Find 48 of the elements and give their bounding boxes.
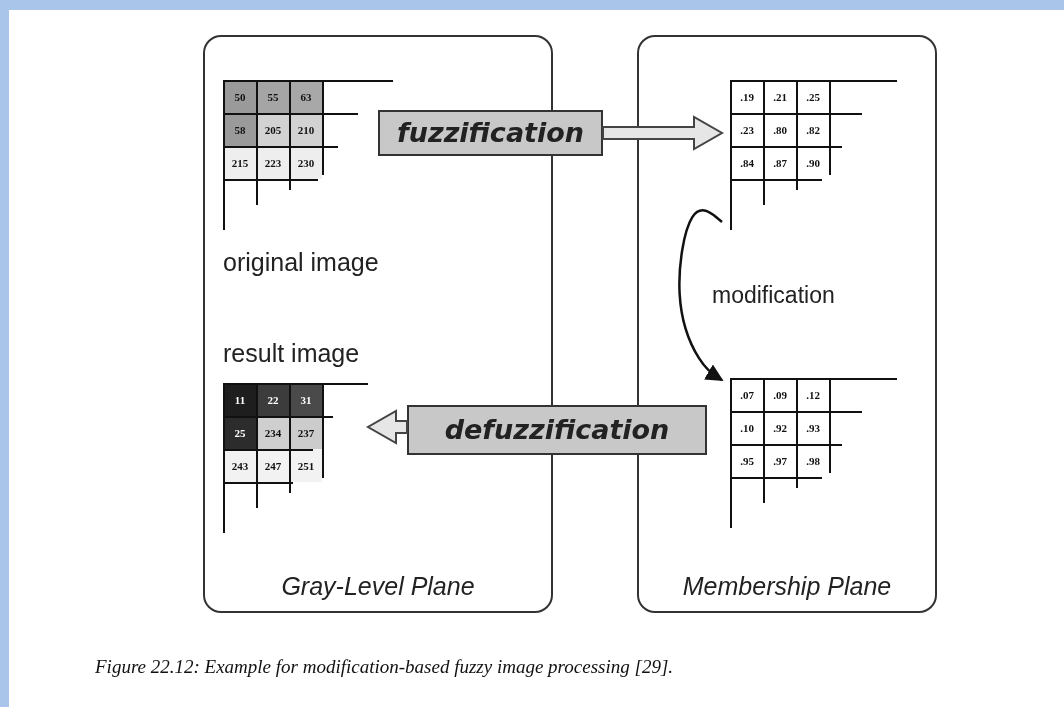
pixel-value: .10 — [739, 421, 755, 436]
pixel-value: .87 — [772, 156, 788, 171]
pixel-value: .92 — [772, 421, 788, 436]
pixel-value: 243 — [230, 459, 250, 474]
pixel-value: 25 — [233, 426, 247, 441]
pixel-value: .82 — [805, 123, 821, 138]
pixel-value: .80 — [772, 123, 788, 138]
block-arrow — [366, 409, 408, 445]
pixel-value: .07 — [739, 388, 755, 403]
pixel-value: 230 — [296, 156, 316, 171]
pixel-value: .95 — [739, 454, 755, 469]
pixel-value: .09 — [772, 388, 788, 403]
pixel-value: 234 — [263, 426, 283, 441]
pixel-value: 63 — [299, 90, 313, 105]
image-caption: original image — [223, 248, 379, 277]
pixel-value: .97 — [772, 454, 788, 469]
pixel-value: 22 — [266, 393, 280, 408]
block-arrow — [602, 115, 724, 151]
pixel-value: .21 — [772, 90, 788, 105]
pixel-value: 223 — [263, 156, 283, 171]
plane-title: Membership Plane — [681, 572, 893, 601]
pixel-value: .98 — [805, 454, 821, 469]
pixel-value: .19 — [739, 90, 755, 105]
curved-arrow — [678, 209, 724, 382]
plane-title: Gray-Level Plane — [280, 572, 476, 601]
pixel-value: 50 — [233, 90, 247, 105]
pixel-value: .90 — [805, 156, 821, 171]
process-box: fuzzification — [378, 110, 603, 156]
pixel-value: 11 — [233, 393, 247, 408]
image-caption: result image — [223, 339, 360, 368]
pixel-grid — [223, 80, 393, 230]
pixel-value: 247 — [263, 459, 283, 474]
pixel-value: .93 — [805, 421, 821, 436]
pixel-value: 251 — [296, 459, 316, 474]
pixel-value: 210 — [296, 123, 316, 138]
pixel-value: .23 — [739, 123, 755, 138]
pixel-value: 237 — [296, 426, 316, 441]
pixel-value: 31 — [299, 393, 313, 408]
figure-caption: Figure 22.12: Example for modification-based fuzzy image processing [29]. — [95, 656, 674, 678]
pixel-value: 205 — [263, 123, 283, 138]
pixel-value: 58 — [233, 123, 247, 138]
pixel-value: 55 — [266, 90, 280, 105]
process-box: defuzzification — [407, 405, 707, 455]
pixel-value: 215 — [230, 156, 250, 171]
pixel-value: .12 — [805, 388, 821, 403]
pixel-value: .25 — [805, 90, 821, 105]
pixel-grid — [223, 383, 368, 533]
pixel-value: .84 — [739, 156, 755, 171]
